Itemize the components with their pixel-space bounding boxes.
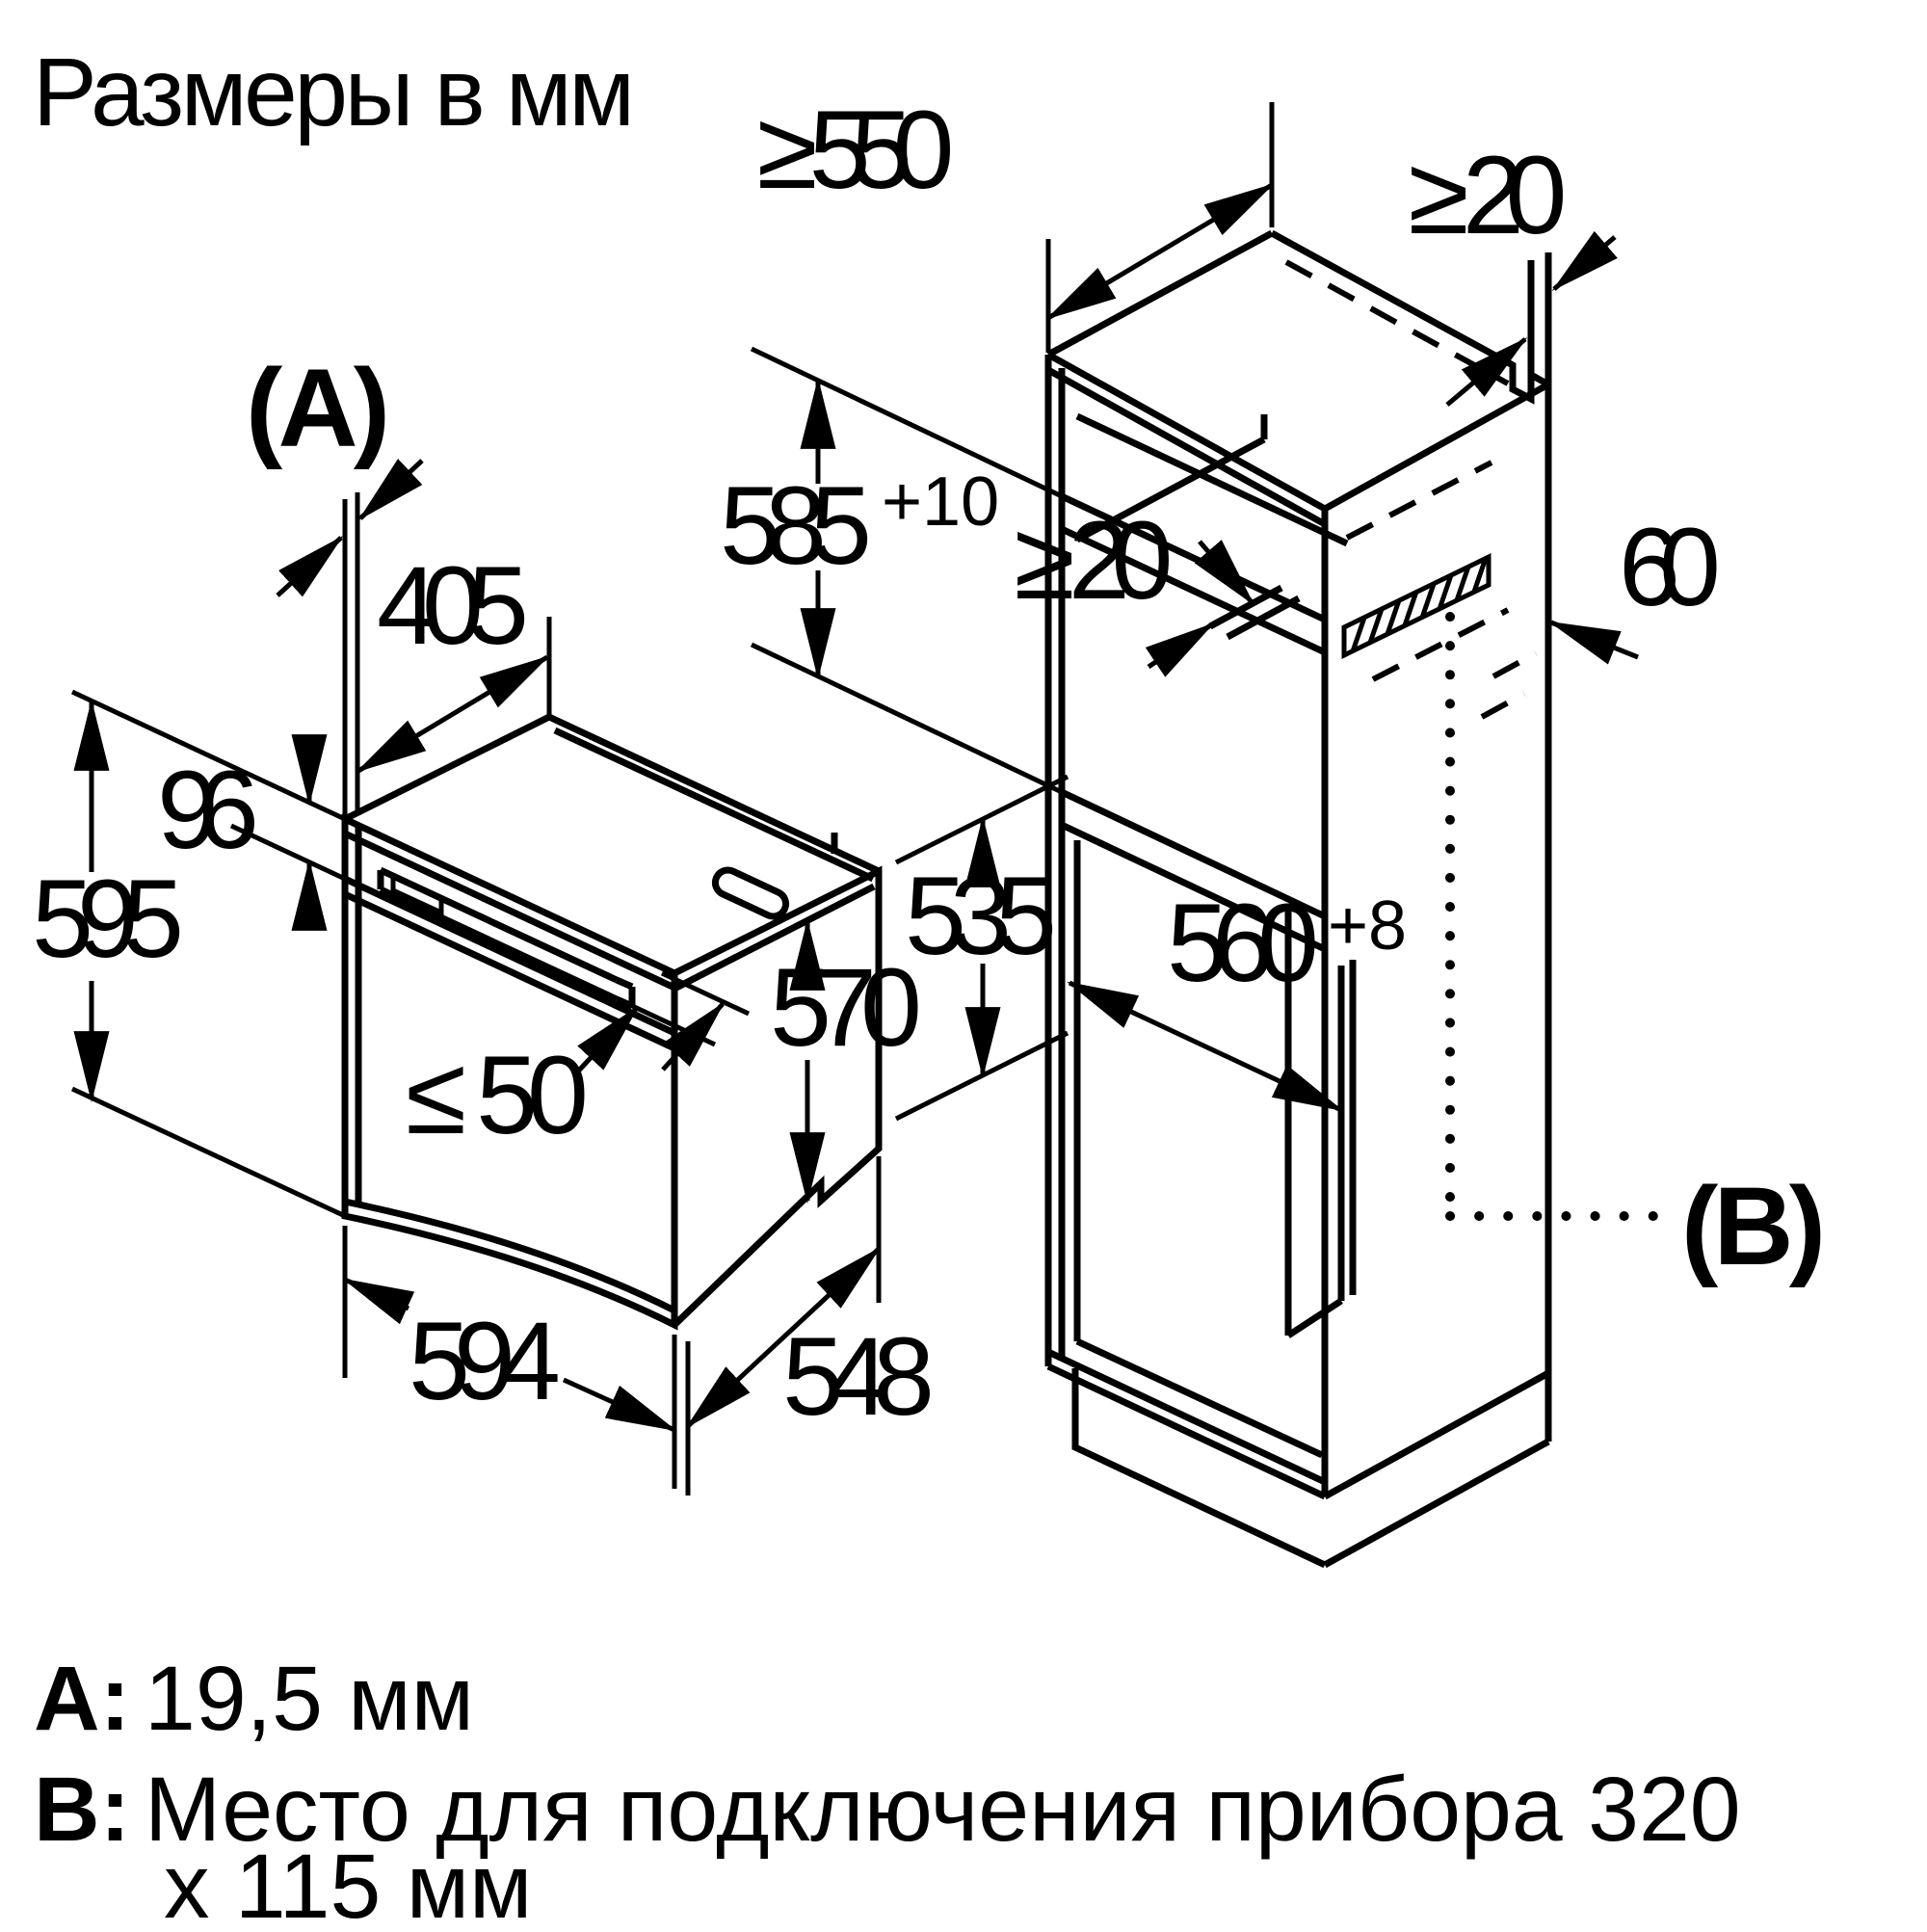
cabinet-top-compartment-interior-1	[1075, 412, 1349, 547]
dim-label-b-ref: (B)	[1681, 1165, 1826, 1288]
oven-panel-bottom-line	[343, 875, 676, 1037]
oven-front-face	[341, 813, 678, 1331]
hidden-line-side-2	[1371, 607, 1510, 682]
dim-cabinet-rear-gap-top: ≥ 20	[1409, 134, 1618, 407]
dim-label-560-tol: +8	[1328, 887, 1407, 965]
dim-label-570: 570	[770, 946, 922, 1070]
hidden-line-side-4	[1480, 691, 1526, 720]
dimension-annotations: (A) 405 96 595 ≤ 50	[32, 89, 1826, 1495]
hidden-line-side-1	[1345, 460, 1493, 541]
oven-side-grip-cutout	[711, 866, 790, 920]
vent-slot-line-2	[1226, 595, 1301, 641]
dim-oven-depth: 548	[685, 1156, 935, 1439]
dim-label-595: 595	[32, 858, 184, 981]
dim-cabinet-top-depth: ≥ 550	[757, 89, 1275, 353]
dim-label-548: 548	[782, 1315, 935, 1439]
oven-top-left-edge	[343, 713, 551, 823]
cabinet-top-back-edge	[1270, 229, 1550, 405]
dim-label-585: 585	[720, 464, 872, 588]
dim-label-535: 535	[905, 855, 1057, 978]
oven-handle	[377, 866, 636, 1010]
cabinet-bottom-front-inner	[1046, 1348, 1327, 1486]
dim-label-60: 60	[1619, 506, 1721, 629]
cabinet-bottom-front-edge	[1046, 1363, 1327, 1500]
oven-top-back-edge	[547, 713, 881, 875]
dim-label-96: 96	[157, 749, 259, 872]
cabinet-front-top-edge	[1046, 351, 1327, 513]
oven-top-inner-edge	[343, 830, 676, 992]
legend: A: 19,5 мм B: Место для подключения приб…	[34, 1648, 1741, 1932]
oven-door-top-line	[343, 890, 676, 1052]
dim-label-560: 560	[1167, 882, 1319, 1005]
cabinet-shelf2-bottom	[1062, 822, 1327, 953]
legend-a-value: 19,5 мм	[145, 1648, 474, 1750]
dim-cabinet-rear-gap-mid: ≥ 20	[1015, 499, 1255, 677]
oven-side-top-lip	[673, 883, 876, 992]
cabinet-floor-edge	[1075, 1337, 1324, 1459]
legend-b-value-2: x 115 мм	[164, 1836, 532, 1927]
cabinet-shelf1-top	[1062, 493, 1327, 623]
dim-cabinet-vent-depth: 60	[1548, 506, 1721, 665]
dim-label-a-ref: (A)	[246, 347, 390, 470]
cabinet-bottom-right-edge	[1323, 1369, 1550, 1500]
hidden-line-top	[1284, 259, 1510, 386]
oven-door-bottom-inner	[344, 1198, 676, 1314]
dim-oven-side-height: 570	[770, 918, 922, 1204]
dim-label-50: ≤ 50	[406, 1034, 589, 1157]
cabinet-front-top-inner	[1046, 366, 1327, 528]
page-title: Размеры в мм	[33, 39, 635, 146]
dim-label-585-tol: +10	[882, 463, 999, 541]
cabinet-top-right-edge	[1323, 381, 1550, 513]
cabinet-top-compartment-interior-2	[1075, 436, 1266, 543]
dim-cabinet-niche-height: 585 +10	[720, 346, 1066, 796]
dim-cabinet-niche-width: 560 +8	[1067, 882, 1407, 1113]
dim-oven-top-depth: 405	[356, 544, 552, 774]
cabinet-floor-back-edge	[1286, 1298, 1343, 1338]
legend-b-value: Место для подключения прибора 320	[145, 1759, 1741, 1861]
legend-b-key: B:	[34, 1759, 130, 1861]
cabinet-plinth-right	[1323, 1438, 1550, 1569]
vent-slot-line-1	[1208, 584, 1283, 630]
dim-label-20-mid: ≥ 20	[1015, 499, 1174, 622]
cabinet-plinth-front	[1071, 1368, 1327, 1569]
dim-oven-width: 594	[342, 1226, 691, 1495]
cabinet-shelf1-bottom	[1062, 526, 1327, 656]
cabinet-shelf2-top	[1062, 789, 1327, 920]
vent-hatch	[1341, 553, 1491, 659]
hidden-line-side-3	[1491, 650, 1538, 679]
oven-top-back-lip	[553, 727, 875, 883]
dim-label-20-top: ≥ 20	[1409, 134, 1568, 257]
dim-oven-door-protrusion: ≤ 50	[406, 970, 751, 1157]
dim-label-594: 594	[409, 1300, 561, 1423]
dim-oven-height: 595	[32, 689, 347, 1219]
dim-oven-panel-height: 96	[157, 734, 347, 931]
dim-label-550: ≥ 550	[757, 89, 955, 212]
legend-a-key: A:	[34, 1648, 130, 1750]
dim-oven-rear-height: 535	[894, 774, 1069, 1122]
oven-side-face	[672, 865, 883, 1328]
dim-label-405: 405	[377, 544, 529, 668]
